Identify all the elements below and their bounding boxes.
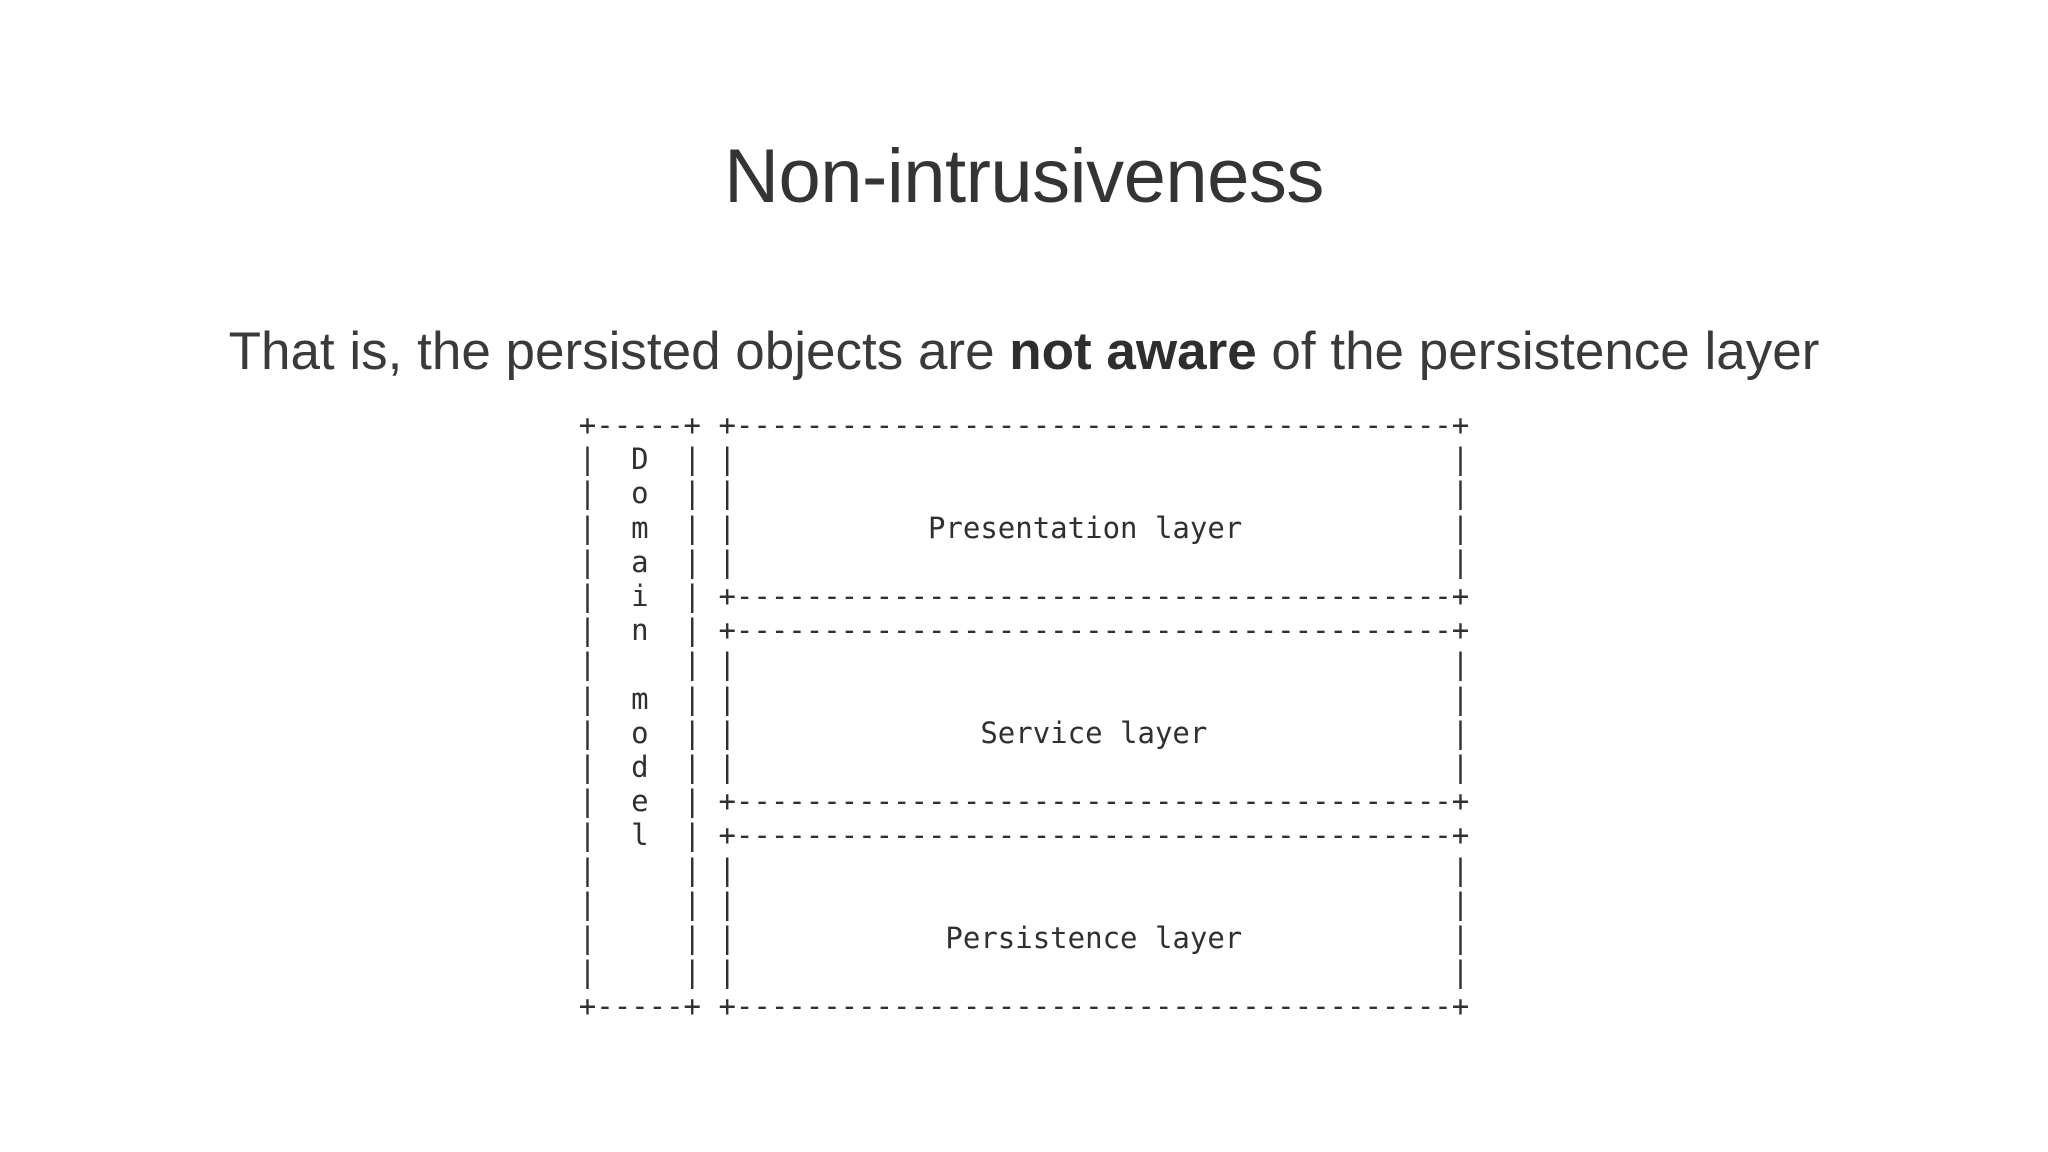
architecture-diagram: +-----+ +-------------------------------… xyxy=(0,408,2048,1024)
subtitle-emphasis: not aware xyxy=(1009,322,1257,381)
slide-subtitle: That is, the persisted objects are not a… xyxy=(0,322,2048,381)
subtitle-text-after: of the persistence layer xyxy=(1256,322,1820,381)
page-title: Non-intrusiveness xyxy=(724,133,1324,219)
ascii-layer-diagram: +-----+ +-------------------------------… xyxy=(578,408,1470,1024)
subtitle-text-before: That is, the persisted objects are xyxy=(228,322,1010,381)
